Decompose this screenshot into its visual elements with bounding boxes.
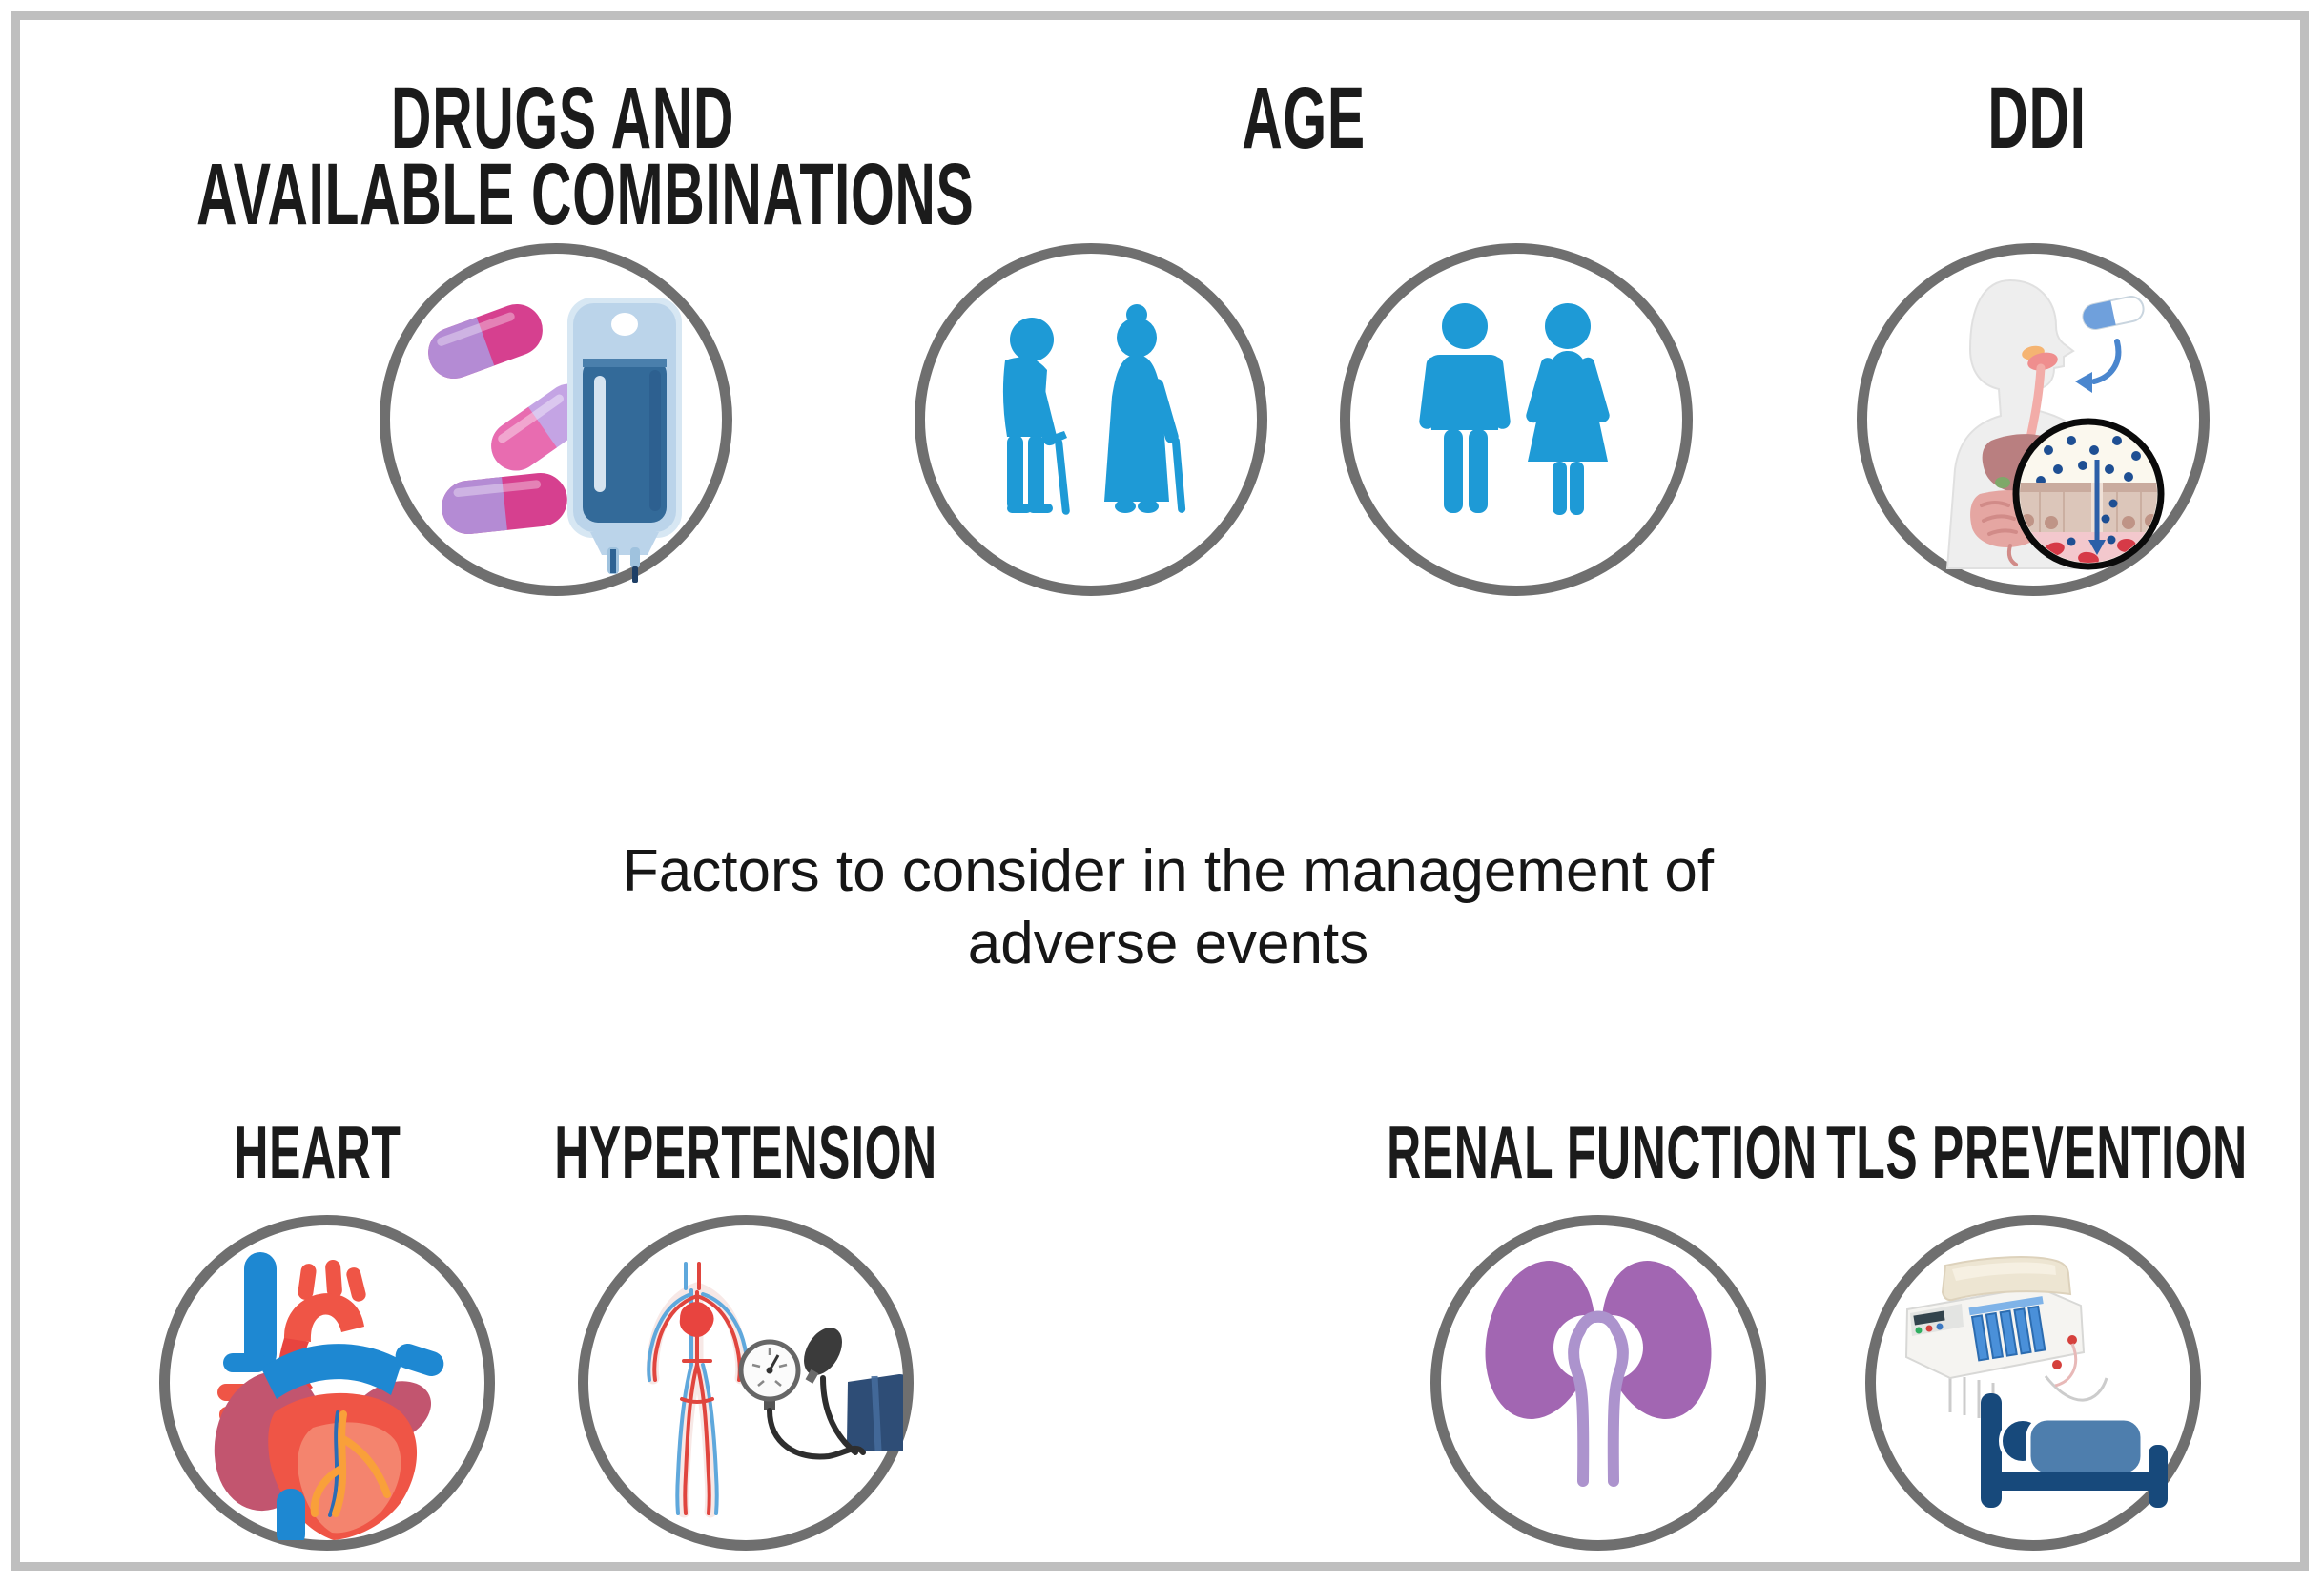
elderly-couple-icon: [1002, 304, 1186, 515]
figure-title-line1: Factors to consider in the management of: [622, 838, 1715, 904]
kidneys-icon: [1485, 1261, 1712, 1487]
pump-cassettes: [1968, 1296, 2046, 1362]
inferior-vena-cava: [277, 1489, 305, 1540]
blood-pressure-icon: [646, 1262, 903, 1518]
adult-couple-icon: [1419, 303, 1610, 515]
heart-blob: [679, 1302, 714, 1337]
circle-drugs: [380, 243, 732, 596]
circle-hypertension: [578, 1215, 914, 1551]
capsule-pill: [428, 304, 543, 379]
figure-title-line2: adverse events: [967, 911, 1369, 977]
circle-renal: [1430, 1215, 1766, 1551]
swallow-arrow: [2075, 339, 2122, 393]
woman-figure: [1526, 303, 1610, 515]
apheresis-machine: [1904, 1256, 2108, 1421]
sphygmomanometer: [738, 1328, 903, 1460]
man-figure: [1419, 303, 1511, 513]
circle-ddi: [1857, 243, 2210, 596]
iv-bag: [567, 298, 682, 583]
absorption-magnifier: [2012, 418, 2165, 570]
hospital-bed: [1981, 1393, 2168, 1508]
vascular-body-figure: [646, 1262, 750, 1518]
figure-frame: [11, 11, 2309, 1571]
drug-absorption-icon: [1945, 278, 2165, 570]
right-kidney: [1578, 1261, 1712, 1419]
ureters: [1568, 1310, 1629, 1487]
drug-molecule-dots: [2036, 436, 2141, 485]
swallowed-capsule: [2082, 296, 2145, 330]
dialysis-machine-and-bed-icon: [1904, 1256, 2168, 1508]
circle-age-adults: [1340, 243, 1693, 596]
pulmonary-artery: [261, 1344, 402, 1399]
circle-age-elderly: [915, 243, 1267, 596]
anatomical-heart-icon: [214, 1252, 444, 1540]
elderly-man-figure: [1002, 318, 1070, 515]
figure-title: Factors to consider in the management of…: [596, 835, 1740, 980]
coronary-arteries: [310, 1410, 391, 1517]
elderly-woman-figure: [1104, 304, 1186, 513]
blanket: [2026, 1415, 2146, 1478]
pills-and-iv-bag-icon: [428, 298, 682, 583]
circle-heart: [159, 1215, 495, 1551]
circle-tls: [1865, 1215, 2201, 1551]
capsule-pill: [442, 473, 567, 534]
